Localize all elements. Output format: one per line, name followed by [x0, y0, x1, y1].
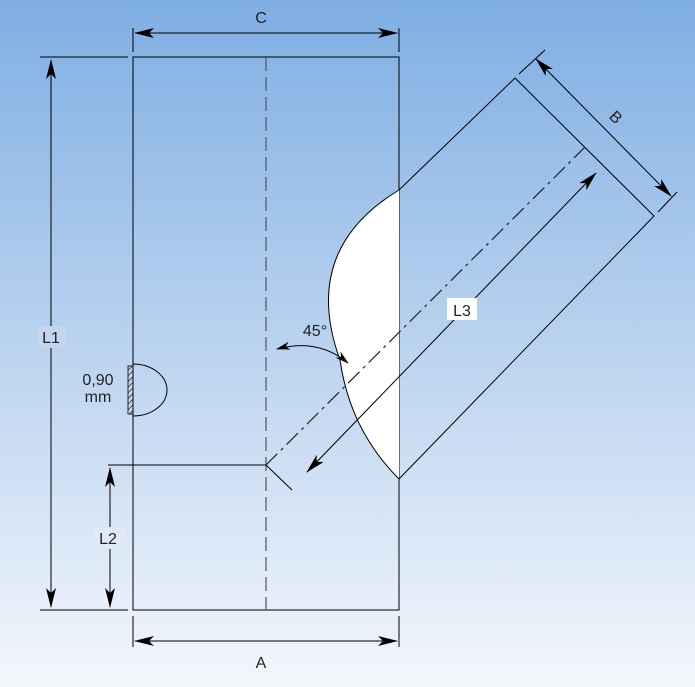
angle-label: 45° [303, 323, 327, 340]
b-extension-top [518, 49, 546, 75]
branch-end-line [265, 464, 293, 491]
l3-label: L3 [453, 303, 471, 320]
thickness-detail [132, 363, 168, 417]
thickness-value: 0,90 [82, 372, 113, 389]
l1-label-bg [38, 326, 66, 348]
b-dimension-line [535, 58, 672, 197]
wall-hatch [127, 365, 134, 415]
b-extension-bottom [657, 191, 678, 213]
a-label: A [256, 655, 267, 672]
angle-arc [276, 341, 349, 364]
thickness-unit: mm [85, 389, 112, 406]
l1-label: L1 [42, 330, 60, 347]
l2-label-bg [94, 527, 126, 549]
l3-label-bg [447, 298, 477, 320]
c-label: C [255, 10, 267, 27]
l3-dimension-line [306, 172, 597, 473]
l2-label: L2 [99, 531, 117, 548]
